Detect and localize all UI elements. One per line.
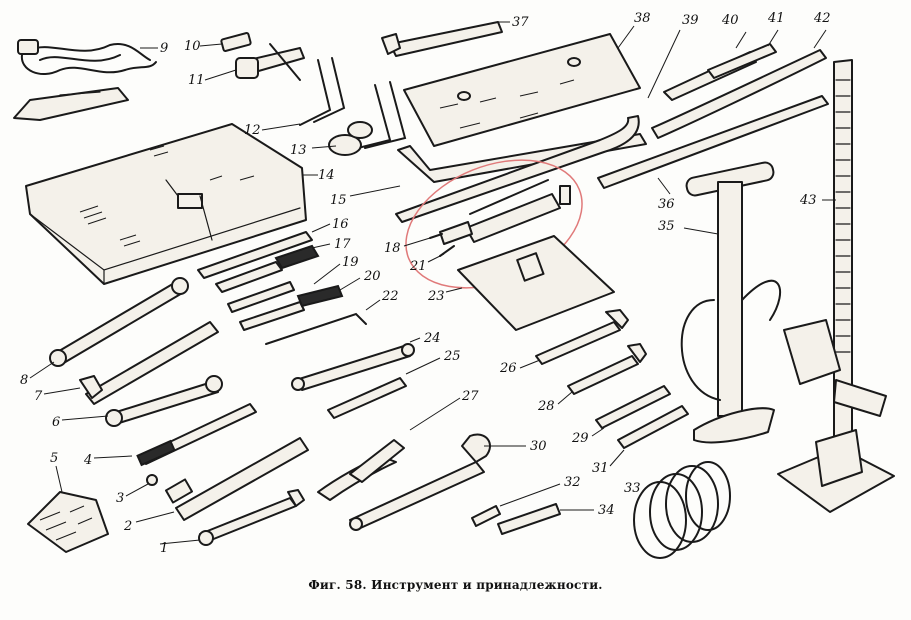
part-38-wooden-board (403, 25, 641, 147)
part-16-17-19-20-screwdrivers (197, 223, 361, 331)
part-18-21-grease-gun (403, 159, 583, 289)
part-10-socket (199, 32, 252, 52)
part-24-25-small-wrenches (291, 337, 441, 419)
callout-37: 37 (512, 15, 529, 30)
callout-2: 2 (123, 519, 132, 534)
callout-34: 34 (598, 503, 615, 518)
part-36-rod (597, 95, 829, 195)
callout-22: 22 (381, 289, 399, 304)
callout-36: 36 (658, 197, 675, 212)
callout-35: 35 (658, 219, 675, 234)
part-32-34-small-parts (471, 483, 594, 535)
callout-23: 23 (427, 289, 445, 304)
callout-11: 11 (188, 73, 205, 88)
part-1-to-8-hand-tools (29, 277, 309, 546)
callout-20: 20 (363, 269, 381, 284)
callout-10: 10 (184, 39, 201, 54)
callout-12: 12 (244, 123, 261, 138)
callout-29: 29 (571, 431, 589, 446)
callout-40: 40 (721, 13, 739, 28)
part-5-wheel-chock (27, 465, 109, 553)
callout-38: 38 (634, 11, 651, 26)
callout-3: 3 (116, 491, 124, 506)
callout-6: 6 (52, 415, 60, 430)
callout-17: 17 (334, 237, 351, 252)
callout-1: 1 (160, 541, 168, 556)
callout-5: 5 (50, 451, 58, 466)
callout-39: 39 (682, 13, 699, 28)
callout-43: 43 (799, 193, 817, 208)
callout-15: 15 (330, 193, 347, 208)
part-23-pouch (445, 235, 615, 331)
callout-42: 42 (813, 11, 831, 26)
callout-24: 24 (423, 331, 441, 346)
callout-32: 32 (564, 475, 581, 490)
callout-41: 41 (767, 11, 785, 26)
part-14-tool-bag (25, 123, 318, 285)
callout-7: 7 (34, 389, 43, 404)
part-11-box-wrench (204, 43, 305, 81)
callout-13: 13 (290, 143, 307, 158)
callout-labels: 1 2 3 4 5 6 7 8 9 10 11 12 13 14 15 16 1… (20, 11, 831, 556)
figure-caption: Фиг. 58. Инструмент и принадлежности. (308, 578, 603, 592)
part-35-tire-pump (680, 161, 782, 444)
callout-16: 16 (332, 217, 349, 232)
callout-28: 28 (537, 399, 555, 414)
callout-14: 14 (318, 168, 335, 183)
callout-27: 27 (461, 389, 479, 404)
callout-26: 26 (499, 361, 517, 376)
callout-21: 21 (409, 259, 427, 274)
callout-8: 8 (20, 373, 28, 388)
part-37-spanner (381, 21, 510, 57)
part-40-41-tire-levers (651, 29, 827, 139)
part-33-spring (633, 461, 731, 559)
part-39-lever-bar (647, 29, 681, 99)
callout-25: 25 (443, 349, 461, 364)
callout-9: 9 (160, 41, 168, 56)
part-43-jack (777, 59, 895, 513)
callout-4: 4 (83, 453, 92, 468)
callout-30: 30 (530, 439, 547, 454)
part-27-pliers (317, 397, 461, 501)
callout-31: 31 (592, 461, 609, 476)
callout-33: 33 (624, 481, 641, 496)
part-30-adjustable-wrench (349, 433, 526, 531)
callout-18: 18 (384, 241, 401, 256)
part-9-inspection-lamp-cord (13, 39, 158, 121)
part-26-28-29-31-open-end-wrenches (519, 309, 689, 467)
callout-19: 19 (342, 255, 359, 270)
part-22-hex-key (265, 299, 381, 345)
part-15-crank-handle (349, 115, 647, 223)
part-12-13-spark-plug-wrenches (261, 57, 407, 156)
